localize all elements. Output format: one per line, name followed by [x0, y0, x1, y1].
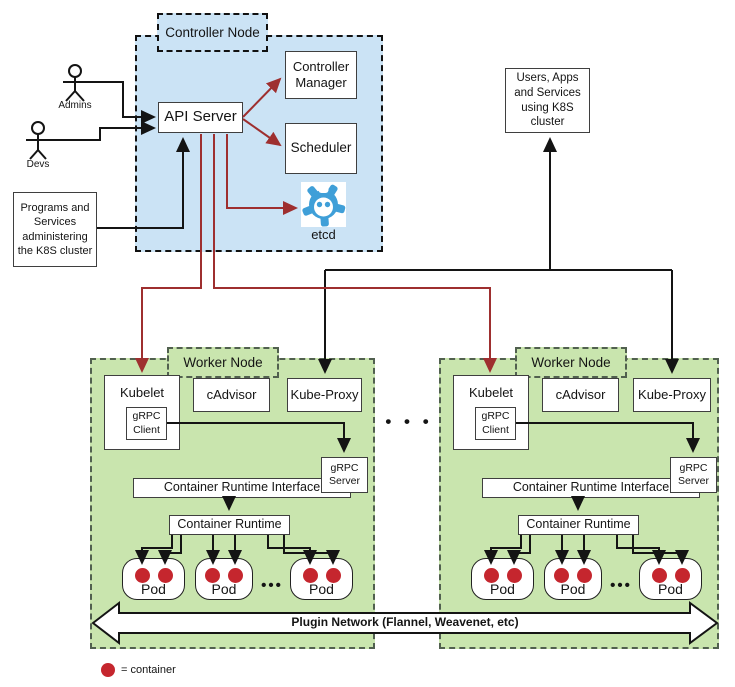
grpc-client-box-2: gRPC Client: [475, 407, 516, 440]
pod-box: Pod: [544, 558, 602, 600]
container-dot: [651, 568, 667, 583]
pod-box: Pod: [639, 558, 702, 600]
cri-box-2: Container Runtime Interface: [482, 478, 700, 498]
pod-box: Pod: [290, 558, 353, 600]
container-runtime-label-1: Container Runtime: [177, 517, 282, 532]
container-dot: [134, 568, 150, 583]
controller-manager-label: Controller Manager: [292, 58, 350, 90]
grpc-server-label-2: gRPC Server: [678, 461, 709, 487]
cri-label-2: Container Runtime Interface: [512, 480, 670, 495]
api-server-label: API Server: [164, 108, 237, 126]
grpc-server-box-2: gRPC Server: [670, 457, 717, 493]
etcd-gear-icon: [302, 182, 346, 227]
container-dot: [205, 568, 220, 583]
container-dot: [554, 568, 569, 583]
pod-label: Pod: [309, 581, 334, 597]
container-dot: [157, 568, 173, 583]
container-dot: [302, 568, 318, 583]
container-runtime-box-2: Container Runtime: [518, 515, 639, 535]
worker-ellipsis: • • •: [385, 412, 433, 431]
pod-box: Pod: [122, 558, 185, 600]
container-runtime-box-1: Container Runtime: [169, 515, 290, 535]
kube-proxy-box-2: Kube-Proxy: [633, 378, 711, 412]
kubelet-label-1: Kubelet: [119, 385, 165, 400]
kube-proxy-label-1: Kube-Proxy: [290, 386, 359, 402]
pod-box: Pod: [471, 558, 534, 600]
legend-text: = container: [121, 664, 176, 676]
container-dot: [228, 568, 243, 583]
controller-node-tab-label: Controller Node: [165, 25, 260, 40]
users-apps-text: Users, Apps and Services using K8S clust…: [514, 71, 581, 129]
kubelet-label-2: Kubelet: [468, 385, 514, 400]
pod-label: Pod: [141, 581, 166, 597]
admins-actor-icon: [63, 64, 87, 102]
pod-label: Pod: [658, 581, 683, 597]
grpc-client-box-1: gRPC Client: [126, 407, 167, 440]
pod-label: Pod: [560, 581, 586, 597]
kube-proxy-box-1: Kube-Proxy: [287, 378, 362, 412]
devs-label: Devs: [26, 159, 50, 170]
admins-label: Admins: [58, 100, 92, 111]
pod-box: Pod: [195, 558, 253, 600]
pod-ellipsis: •••: [261, 577, 283, 594]
container-dot: [674, 568, 690, 583]
etcd-icon: [301, 182, 346, 227]
devs-actor-icon: [26, 121, 52, 160]
scheduler-box: Scheduler: [285, 123, 357, 174]
worker-node-1-tab: Worker Node: [167, 347, 279, 378]
pod-label: Pod: [490, 581, 515, 597]
etcd-label: etcd: [311, 227, 336, 242]
grpc-server-box-1: gRPC Server: [321, 457, 368, 493]
plugin-network-label: Plugin Network (Flannel, Weavenet, etc): [291, 615, 519, 629]
cadvisor-label-1: cAdvisor: [206, 386, 257, 402]
cadvisor-label-2: cAdvisor: [555, 386, 606, 402]
pod-label: Pod: [211, 581, 237, 597]
controller-node-tab: Controller Node: [157, 13, 268, 52]
grpc-server-label-1: gRPC Server: [329, 461, 360, 487]
worker-node-2-tab-label: Worker Node: [531, 355, 611, 370]
pod-ellipsis: •••: [610, 577, 632, 594]
container-dot: [483, 568, 499, 583]
cri-label-1: Container Runtime Interface: [163, 480, 321, 495]
worker-node-1: Worker Node Kubelet gRPC Client cAdvisor…: [90, 347, 375, 649]
legend-container-dot: [101, 663, 115, 677]
container-runtime-label-2: Container Runtime: [526, 517, 631, 532]
cri-box-1: Container Runtime Interface: [133, 478, 351, 498]
grpc-client-label-1: gRPC Client: [132, 410, 161, 436]
container-dot: [325, 568, 341, 583]
cadvisor-box-1: cAdvisor: [193, 378, 270, 412]
grpc-client-label-2: gRPC Client: [481, 410, 510, 436]
cadvisor-box-2: cAdvisor: [542, 378, 619, 412]
worker-node-2-tab: Worker Node: [515, 347, 627, 378]
api-server-box: API Server: [158, 102, 243, 133]
programs-services-note: Programs and Services administering the …: [13, 192, 97, 267]
users-apps-note: Users, Apps and Services using K8S clust…: [505, 68, 590, 133]
programs-services-text: Programs and Services administering the …: [17, 201, 93, 257]
container-dot: [577, 568, 592, 583]
worker-node-2: Worker Node Kubelet gRPC Client cAdvisor…: [439, 347, 719, 649]
kube-proxy-label-2: Kube-Proxy: [638, 386, 706, 402]
controller-manager-box: Controller Manager: [285, 51, 357, 99]
container-dot: [506, 568, 522, 583]
worker-node-1-tab-label: Worker Node: [183, 355, 263, 370]
scheduler-label: Scheduler: [290, 140, 352, 156]
